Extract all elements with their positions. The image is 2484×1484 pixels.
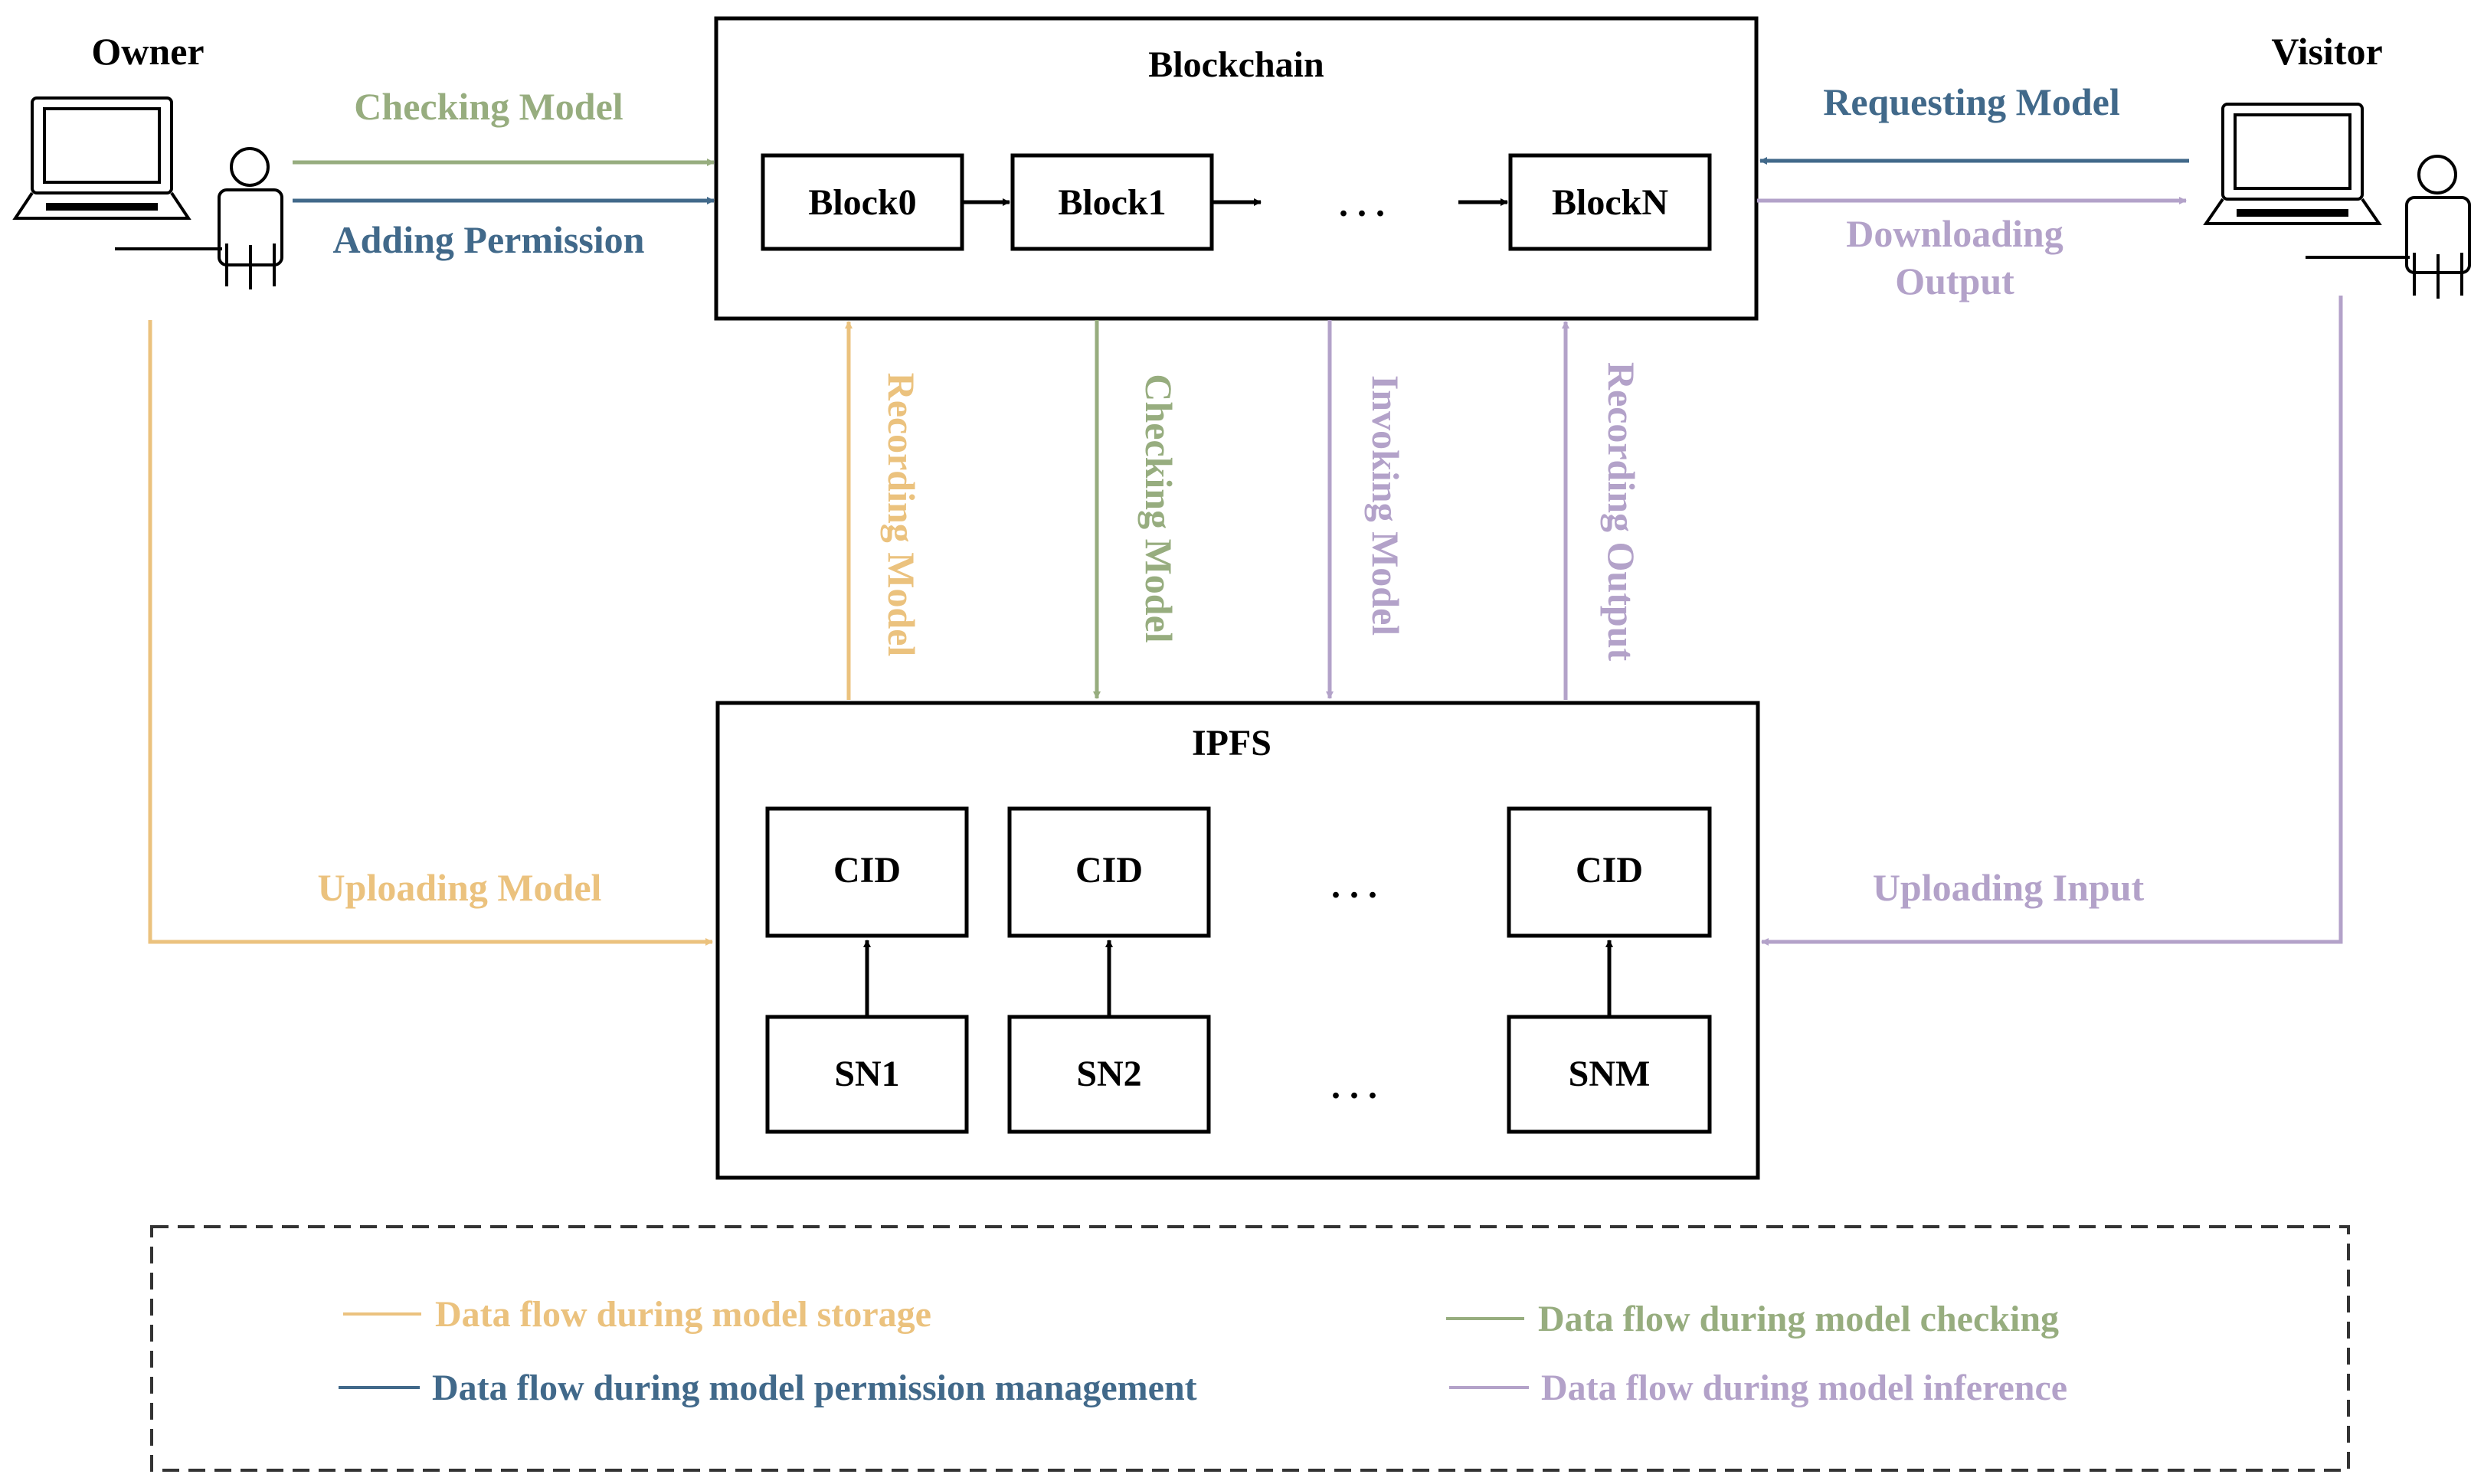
block1-label: Block1	[1058, 182, 1166, 223]
block1-box	[1010, 153, 1214, 251]
cid1-label: CID	[833, 850, 901, 891]
uploading-input-arrow	[1761, 296, 2343, 946]
uploading-model-label: Uploading Model	[318, 866, 602, 909]
legend-inference-label: Data flow during model inference	[1541, 1368, 2067, 1408]
downloading-output-label-line1: Downloading	[1846, 212, 2063, 255]
snm-label: SNM	[1569, 1054, 1651, 1094]
visitor-person-with-computer-icon	[2203, 103, 2471, 299]
sn1-label: SN1	[834, 1054, 899, 1094]
sn-ellipsis: . . .	[1331, 1066, 1377, 1106]
legend-box	[150, 1225, 2350, 1472]
sn2-box	[1007, 1015, 1211, 1134]
checking-model-top-label: Checking Model	[354, 85, 623, 128]
downloading-output-label-line2: Output	[1895, 260, 2014, 302]
uploading-input-label: Uploading Input	[1873, 866, 2145, 909]
cid1-box	[765, 806, 969, 938]
invoking-model-label: Invoking Model	[1364, 375, 1407, 636]
uploading-model-arrow	[148, 320, 713, 946]
snm-box	[1507, 1015, 1712, 1134]
ipfs-title: IPFS	[1192, 723, 1271, 763]
blockN-label: BlockN	[1552, 182, 1668, 223]
legend-permission-label: Data flow during model permission manage…	[432, 1368, 1197, 1408]
owner-label: Owner	[91, 30, 204, 73]
blockchain-title: Blockchain	[1148, 44, 1324, 85]
cid3-label: CID	[1576, 850, 1643, 891]
adding-permission-label: Adding Permission	[332, 218, 644, 261]
blockN-box	[1508, 153, 1712, 251]
legend-storage-label: Data flow during model storage	[435, 1294, 931, 1335]
sn1-box	[765, 1015, 969, 1134]
legend-checking-label: Data flow during model checking	[1538, 1299, 2059, 1339]
requesting-model-label: Requesting Model	[1823, 80, 2120, 123]
block0-box	[761, 153, 964, 251]
recording-model-label: Recording Model	[880, 373, 923, 657]
sn2-label: SN2	[1076, 1054, 1141, 1094]
recording-output-label: Recording Output	[1600, 362, 1643, 662]
owner-person-with-computer-icon	[12, 96, 283, 289]
blockchain-ellipsis: . . .	[1339, 184, 1385, 224]
cid2-label: CID	[1075, 850, 1143, 891]
checking-model-vertical-label: Checking Model	[1137, 374, 1180, 643]
cid3-box	[1507, 806, 1712, 938]
block0-label: Block0	[808, 182, 916, 223]
visitor-label: Visitor	[2271, 30, 2382, 73]
cid-ellipsis: . . .	[1331, 865, 1377, 906]
cid2-box	[1007, 806, 1211, 938]
